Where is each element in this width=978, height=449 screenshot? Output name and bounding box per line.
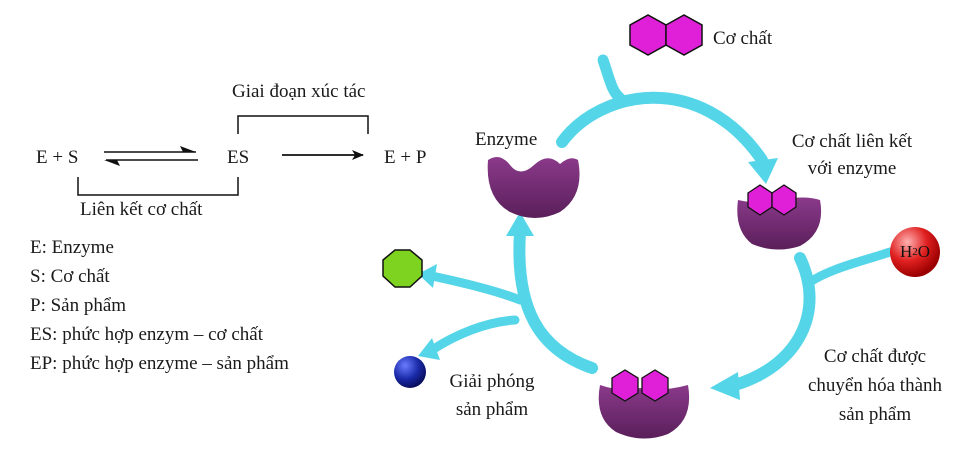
release-arc: [513, 226, 598, 374]
conversion-label-line2: chuyển hóa thành: [807, 375, 942, 396]
conversion-arc: [729, 252, 816, 391]
release-label-line1: Giải phóng: [449, 371, 535, 392]
enzyme-label: Enzyme: [475, 129, 538, 150]
substrate-binding-label: Liên kết cơ chất: [80, 199, 203, 220]
binding-label-line1: Cơ chất liên kết: [791, 131, 913, 152]
water-entry-arrow: [805, 247, 895, 287]
cycle-arrows: [427, 54, 895, 391]
complex-substrate-right: [771, 184, 797, 216]
green-product-branch: [427, 271, 525, 305]
legend-item: ES: phức hợp enzym – cơ chất: [30, 324, 264, 345]
free-enzyme: [487, 156, 580, 218]
enzyme-substrate-complex: [737, 184, 822, 250]
conversion-label-line3: sản phẩm: [838, 404, 912, 425]
legend-item: EP: phức hợp enzyme – sản phẩm: [30, 353, 289, 374]
enzyme-product-complex: [598, 369, 690, 439]
green-product: [382, 249, 423, 288]
substrate-label: Cơ chất: [713, 28, 773, 49]
catalysis-stage-label: Giai đoạn xúc tác: [232, 81, 366, 102]
legend: E: Enzyme S: Cơ chất P: Sản phẩm ES: phứ…: [30, 233, 289, 378]
binding-arc: [556, 91, 768, 166]
substrate-ring-right: [665, 14, 703, 56]
conversion-label-line1: Cơ chất được: [823, 346, 927, 367]
forward-arrow-head: [180, 146, 196, 152]
catalysis-bracket: [237, 115, 369, 134]
reaction-middle: ES: [227, 147, 250, 168]
binding-label-line2: với enzyme: [807, 158, 897, 179]
substrate-ring-left: [629, 14, 667, 56]
blue-product-branch: [427, 315, 520, 355]
legend-item: S: Cơ chất: [30, 266, 110, 287]
legend-item: P: Sản phẩm: [30, 295, 127, 316]
green-product-arrowhead: [418, 264, 437, 288]
binding-bracket: [77, 177, 239, 196]
release-label-line2: sản phẩm: [455, 399, 529, 420]
blue-product: [394, 356, 426, 388]
blue-product-arrowhead: [418, 338, 440, 360]
substrate-entry-arrow: [597, 54, 626, 104]
reaction-right: E + P: [384, 147, 427, 168]
conversion-arrowhead: [710, 372, 740, 400]
cycle-arrowheads: [418, 158, 778, 400]
product-part-left: [611, 369, 639, 402]
product-part-right: [641, 369, 669, 402]
reverse-arrow-head: [104, 160, 120, 166]
substrate-molecule: [629, 14, 703, 56]
reaction-left: E + S: [36, 147, 79, 168]
water-molecule: [890, 227, 940, 277]
legend-item: E: Enzyme: [30, 237, 114, 258]
reaction-equation: [77, 115, 369, 196]
release-arrowhead: [506, 212, 534, 236]
binding-arrowhead: [748, 158, 778, 184]
